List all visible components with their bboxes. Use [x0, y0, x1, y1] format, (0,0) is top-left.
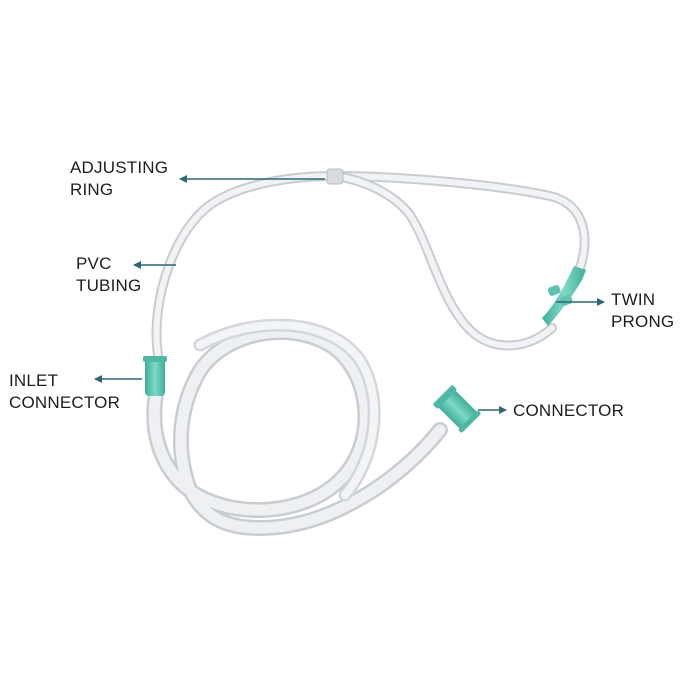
twin-prong-label-line1: TWIN	[611, 290, 656, 309]
twin-prong-label-line2: PRONG	[611, 312, 675, 331]
adjusting-ring-label-line1: ADJUSTING	[70, 158, 169, 177]
inlet-connector	[143, 356, 167, 396]
pvc-tubing-label: PVC TUBING	[76, 253, 141, 297]
adjusting-ring	[326, 168, 344, 185]
connector-label-line1: CONNECTOR	[513, 401, 625, 420]
inlet-connector-label-line2: CONNECTOR	[9, 393, 121, 412]
cannula-loop-tubing	[151, 170, 590, 360]
supply-tubing-coil	[146, 318, 448, 537]
adjusting-ring-label: ADJUSTING RING	[70, 157, 168, 201]
pvc-tubing-label-line1: PVC	[76, 254, 112, 273]
pvc-tubing-label-line2: TUBING	[76, 276, 142, 295]
inlet-connector-label-line1: INLET	[9, 371, 59, 390]
twin-prong	[542, 266, 586, 326]
end-connector	[433, 385, 481, 433]
adjusting-ring-label-line2: RING	[70, 180, 114, 199]
connector-label: CONNECTOR	[513, 400, 624, 422]
inlet-connector-label: INLET CONNECTOR	[9, 370, 120, 414]
twin-prong-label: TWIN PRONG	[611, 289, 674, 333]
